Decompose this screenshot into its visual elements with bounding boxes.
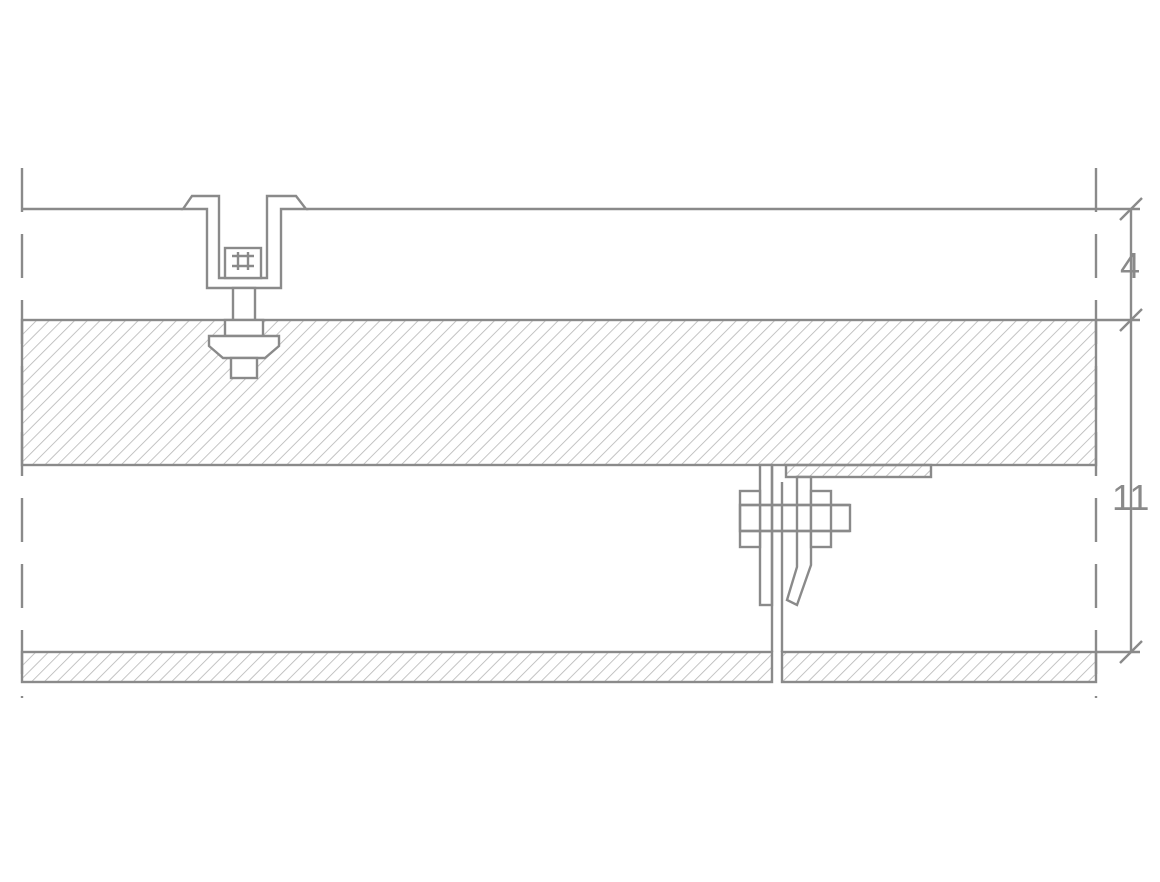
- tick-bottom: [1119, 640, 1143, 664]
- bottom-plate-right: [780, 650, 1098, 684]
- tick-top: [1119, 197, 1143, 221]
- clamp-profile: [180, 194, 309, 290]
- hanger-angle-strap: [785, 475, 813, 607]
- tick-mid: [1119, 308, 1143, 332]
- hanger-bolt-head: [738, 489, 762, 549]
- dimension-label-lower: 11: [1112, 477, 1149, 518]
- main-slab: [20, 318, 1098, 467]
- bottom-plate-left: [20, 650, 774, 684]
- hanger-bolt-nut: [809, 489, 833, 549]
- clamp-bolt-tip: [229, 356, 259, 380]
- hanger-top-plate: [784, 463, 933, 479]
- clamp-nut: [223, 246, 263, 280]
- dimension-label-upper: 4: [1120, 245, 1140, 286]
- hanger-vertical-strap: [758, 463, 774, 607]
- clamp-bolt-head: [207, 334, 281, 360]
- clamp-bolt-shank: [231, 286, 257, 322]
- clamp-bolt-collar: [223, 318, 265, 338]
